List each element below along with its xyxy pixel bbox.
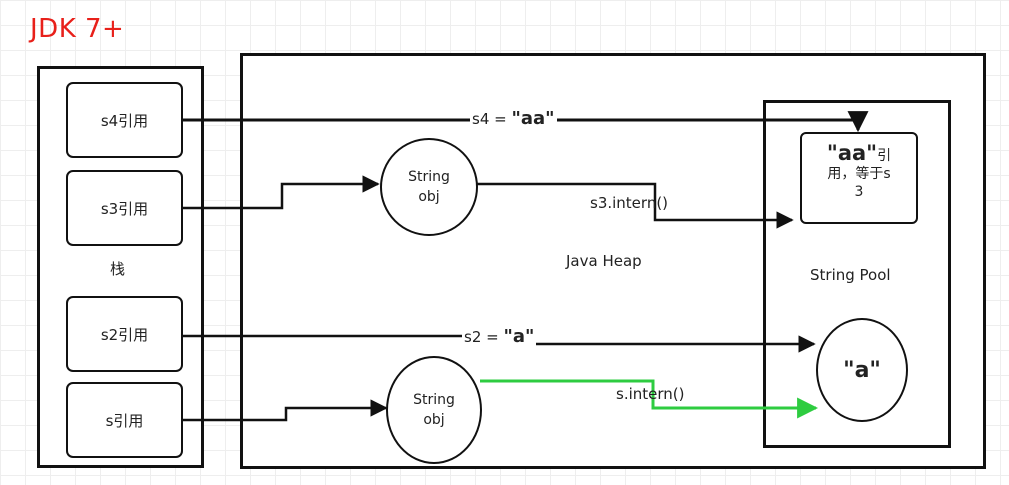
s2-edge-value: "a": [503, 326, 535, 347]
s3-intern-arrow: [477, 182, 794, 229]
s3-intern-label: s3.intern(): [590, 194, 669, 212]
java-heap-label: Java Heap: [566, 252, 642, 270]
pool-entry-aa: "aa"引 用，等于s 3: [800, 132, 918, 224]
s4-edge-prefix: s4 =: [472, 110, 512, 128]
pool-entry-a: "a": [816, 318, 908, 422]
s-intern-arrow: [480, 379, 819, 419]
s4-arrow: [183, 111, 869, 133]
s-intern-label: s.intern(): [616, 385, 685, 403]
string-obj-lower-line1: String: [413, 392, 455, 408]
string-obj-lower-line2: obj: [423, 412, 445, 428]
stack-ref-s2: s2引用: [66, 296, 183, 372]
page-title: JDK 7+: [30, 14, 125, 44]
pool-entry-aa-suffix: 引: [877, 148, 892, 164]
s2-edge-prefix: s2 =: [464, 328, 504, 346]
pool-entry-aa-line3: 3: [854, 184, 864, 200]
pool-entry-aa-value: "aa": [826, 141, 878, 165]
stack-ref-s3: s3引用: [66, 170, 183, 246]
s3-to-obj-arrow: [183, 175, 380, 210]
string-pool-label: String Pool: [810, 266, 891, 284]
s4-edge-label: s4 = "aa": [470, 108, 557, 129]
string-obj-lower: String obj: [386, 356, 482, 464]
string-obj-upper-line2: obj: [418, 189, 440, 205]
stack-ref-s4: s4引用: [66, 82, 183, 158]
string-obj-upper: String obj: [380, 138, 478, 236]
s4-edge-value: "aa": [511, 108, 555, 129]
stack-label: 栈: [110, 260, 126, 278]
s2-edge-label: s2 = "a": [462, 326, 537, 347]
stack-ref-s: s引用: [66, 382, 183, 458]
string-obj-upper-line1: String: [408, 169, 450, 185]
pool-entry-aa-line2: 用，等于s: [827, 166, 891, 182]
s-to-obj-arrow: [183, 399, 388, 422]
